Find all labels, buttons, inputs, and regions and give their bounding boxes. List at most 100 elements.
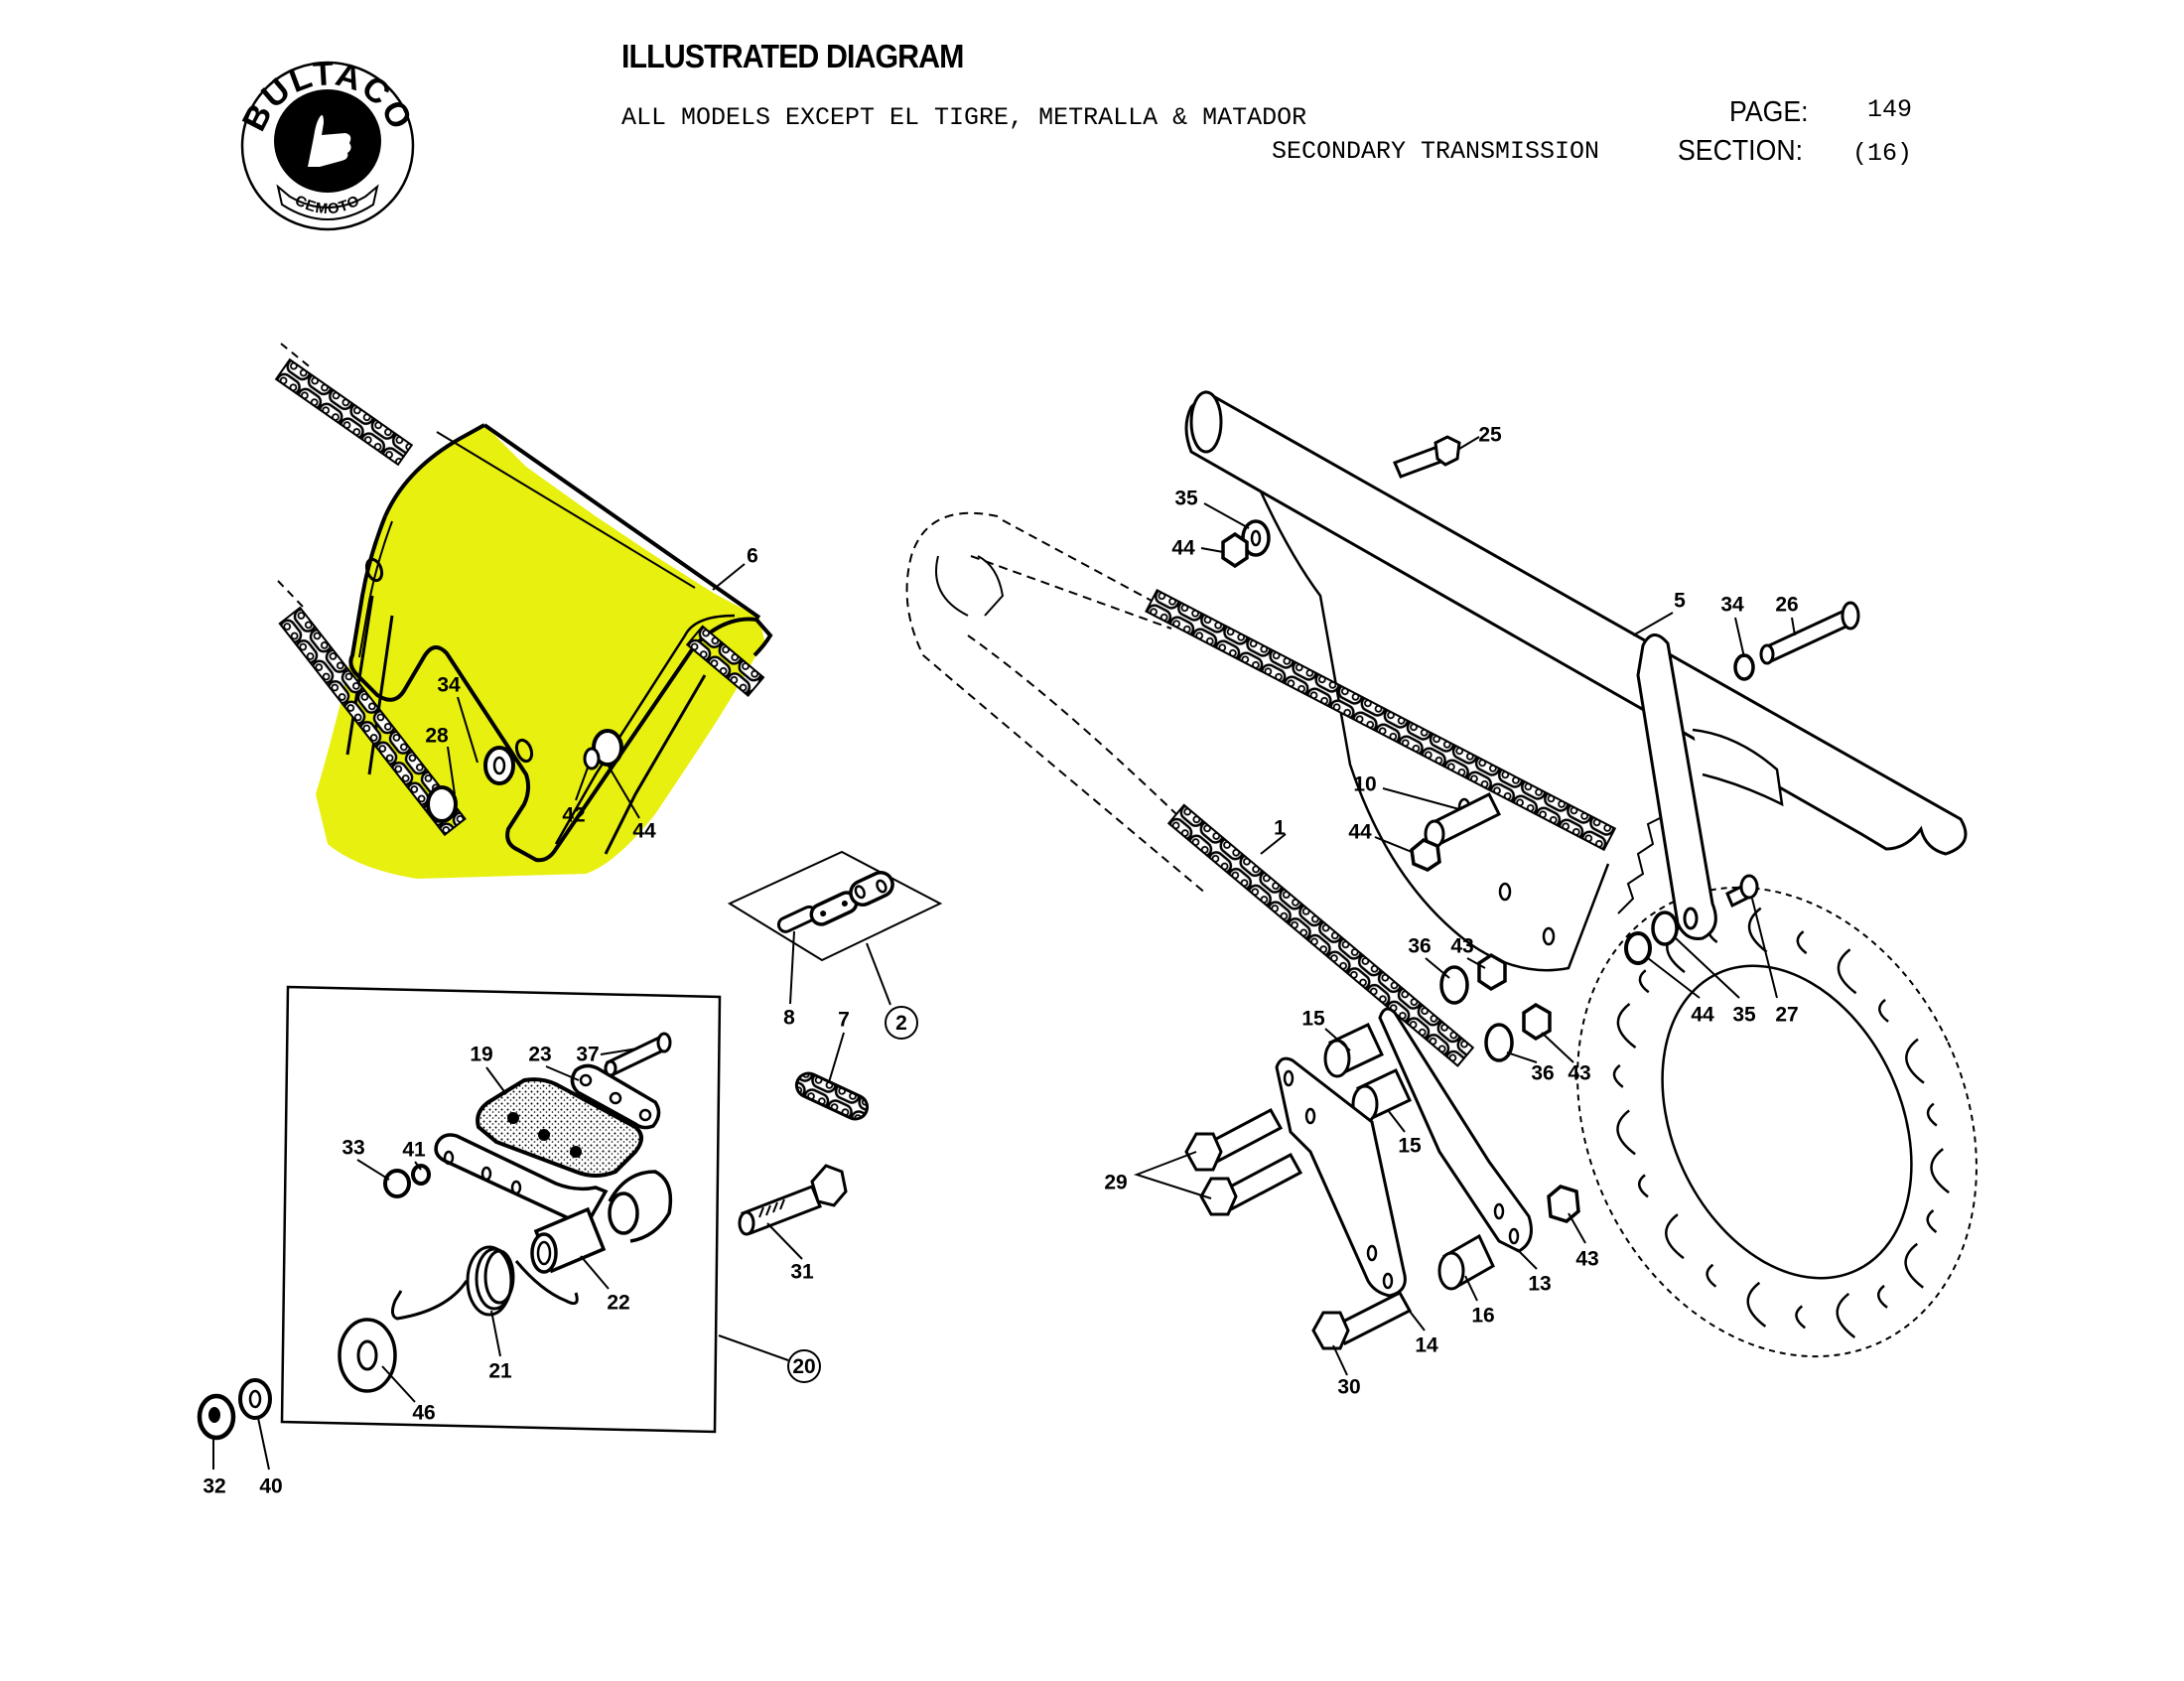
sprocket-lightening-hole	[1878, 998, 1889, 1023]
models-note: ALL MODELS EXCEPT EL TIGRE, METRALLA & M…	[621, 103, 1307, 132]
sprocket-lightening-hole	[1638, 1174, 1649, 1198]
part-callout-8[interactable]: 8	[783, 1006, 795, 1030]
chain-upper-right	[1145, 589, 1617, 852]
kit-callout-2[interactable]: 2	[885, 1006, 918, 1040]
bracket-14	[1275, 1056, 1407, 1298]
part-callout-37[interactable]: 37	[576, 1043, 600, 1066]
bolt-26	[1759, 601, 1860, 665]
bolt-28	[426, 785, 458, 823]
bolt-30	[1311, 1291, 1413, 1376]
chain-lower-right	[1166, 803, 1475, 1067]
part-callout-34[interactable]: 34	[437, 673, 461, 697]
sprocket-lightening-hole	[1904, 1242, 1924, 1289]
part-callout-6[interactable]: 6	[747, 544, 758, 568]
page-title: ILLUSTRATED DIAGRAM	[621, 38, 964, 74]
part-callout-32[interactable]: 32	[203, 1474, 226, 1498]
washer-34-right	[1733, 653, 1755, 681]
part-callout-5[interactable]: 5	[1674, 589, 1686, 613]
part-callout-42[interactable]: 42	[562, 803, 586, 827]
swingarm-tube	[1184, 390, 1968, 856]
bolts-29	[1133, 1107, 1303, 1216]
part-callout-10[interactable]: 10	[1353, 772, 1377, 796]
part-callout-44[interactable]: 44	[1171, 536, 1195, 560]
part-callout-44[interactable]: 44	[1691, 1003, 1714, 1027]
part-callout-36[interactable]: 36	[1408, 934, 1432, 958]
part-callout-43[interactable]: 43	[1575, 1247, 1599, 1271]
sprocket-lightening-hole	[1926, 1102, 1938, 1127]
sprocket-lightening-hole	[1795, 1305, 1807, 1330]
nut-32-washer-40	[197, 1378, 272, 1471]
part-callout-15[interactable]: 15	[1398, 1134, 1422, 1158]
sprocket-lightening-hole	[1612, 1063, 1624, 1088]
part-callout-16[interactable]: 16	[1471, 1304, 1495, 1328]
page-label: PAGE:	[1729, 96, 1809, 128]
part-callout-27[interactable]: 27	[1775, 1003, 1799, 1027]
chain-tensioner-kit	[280, 985, 789, 1434]
section-number: (16)	[1852, 139, 1913, 168]
torsion-spring-21	[390, 1245, 579, 1321]
part-callout-22[interactable]: 22	[607, 1291, 630, 1315]
part-callout-19[interactable]: 19	[470, 1043, 493, 1066]
part-callout-41[interactable]: 41	[402, 1138, 426, 1162]
chain-guard-detail	[274, 343, 773, 879]
section-name: SECONDARY TRANSMISSION	[1272, 137, 1600, 166]
sprocket-lightening-hole	[1747, 907, 1768, 953]
part-callout-31[interactable]: 31	[790, 1260, 814, 1284]
sprocket-lightening-hole	[1836, 1292, 1856, 1338]
part-callout-35[interactable]: 35	[1732, 1003, 1756, 1027]
tensioner-arm	[434, 1133, 609, 1229]
washer-41	[411, 1164, 431, 1186]
thumbs-up-icon	[308, 115, 351, 167]
sprocket-lightening-hole	[1796, 930, 1808, 955]
part-callout-40[interactable]: 40	[259, 1474, 283, 1498]
part-callout-36[interactable]: 36	[1531, 1061, 1555, 1085]
part-callout-46[interactable]: 46	[412, 1401, 436, 1425]
bolt-25	[1393, 435, 1480, 479]
swingarm-assembly	[905, 390, 1978, 1376]
part-callout-33[interactable]: 33	[341, 1136, 365, 1160]
master-link-kit	[727, 850, 943, 1121]
part-callout-28[interactable]: 28	[425, 724, 449, 748]
sprocket-lightening-hole	[1746, 1281, 1767, 1328]
part-callout-44[interactable]: 44	[632, 819, 656, 843]
plate-23	[570, 1063, 661, 1130]
kit-callout-20[interactable]: 20	[787, 1349, 821, 1383]
washer-42	[583, 747, 601, 770]
chain-segment-lower-left	[278, 606, 467, 837]
sprocket-lightening-hole	[1616, 1003, 1637, 1050]
part-callout-26[interactable]: 26	[1775, 593, 1799, 617]
sprocket-lightening-hole	[1930, 1148, 1950, 1194]
sprocket-lightening-hole	[1877, 1284, 1888, 1309]
page-number: 149	[1867, 95, 1913, 124]
sprocket-lightening-hole	[1926, 1208, 1938, 1233]
part-callout-35[interactable]: 35	[1174, 487, 1198, 510]
part-callout-29[interactable]: 29	[1104, 1171, 1128, 1194]
part-callout-44[interactable]: 44	[1348, 820, 1372, 844]
part-callout-15[interactable]: 15	[1301, 1007, 1325, 1031]
part-callout-43[interactable]: 43	[1450, 934, 1474, 958]
part-callout-1[interactable]: 1	[1274, 816, 1286, 840]
part-callout-23[interactable]: 23	[528, 1043, 552, 1066]
nut-33	[383, 1169, 411, 1198]
part-callout-13[interactable]: 13	[1528, 1272, 1552, 1296]
section-label: SECTION:	[1678, 135, 1804, 167]
washer-34-left	[483, 746, 515, 785]
chain-segment-upper-left	[274, 357, 414, 467]
part-callout-21[interactable]: 21	[488, 1359, 512, 1383]
sprocket-lightening-hole	[1905, 1038, 1925, 1084]
bolt-31	[738, 1164, 848, 1260]
part-callout-34[interactable]: 34	[1720, 593, 1744, 617]
tensioner-slider-19	[476, 1077, 643, 1178]
part-callout-25[interactable]: 25	[1478, 423, 1502, 447]
logo-ribbon	[276, 184, 379, 220]
sprocket-lightening-hole	[1837, 948, 1857, 995]
part-callout-43[interactable]: 43	[1568, 1061, 1591, 1085]
part-callout-30[interactable]: 30	[1337, 1375, 1361, 1399]
part-callout-14[interactable]: 14	[1415, 1333, 1438, 1357]
bultaco-logo: BULTACO CEMOTO	[235, 55, 418, 233]
sprocket-lightening-hole	[1665, 1213, 1685, 1260]
washer-46	[338, 1318, 397, 1393]
connecting-link-7	[794, 1071, 870, 1121]
part-callout-7[interactable]: 7	[838, 1008, 850, 1032]
